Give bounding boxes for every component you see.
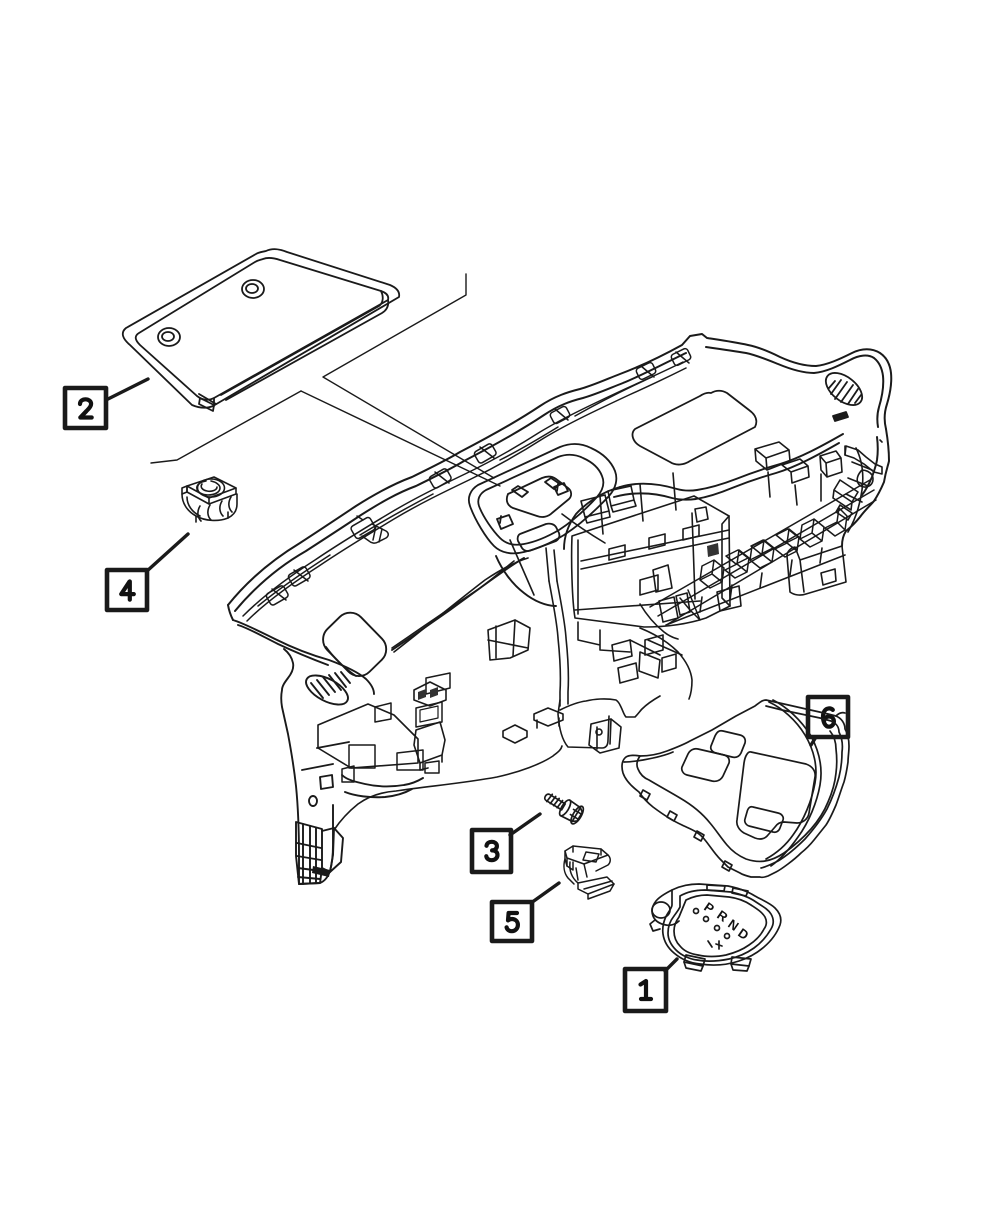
svg-text:P: P xyxy=(701,899,717,916)
svg-text:D: D xyxy=(735,925,751,943)
